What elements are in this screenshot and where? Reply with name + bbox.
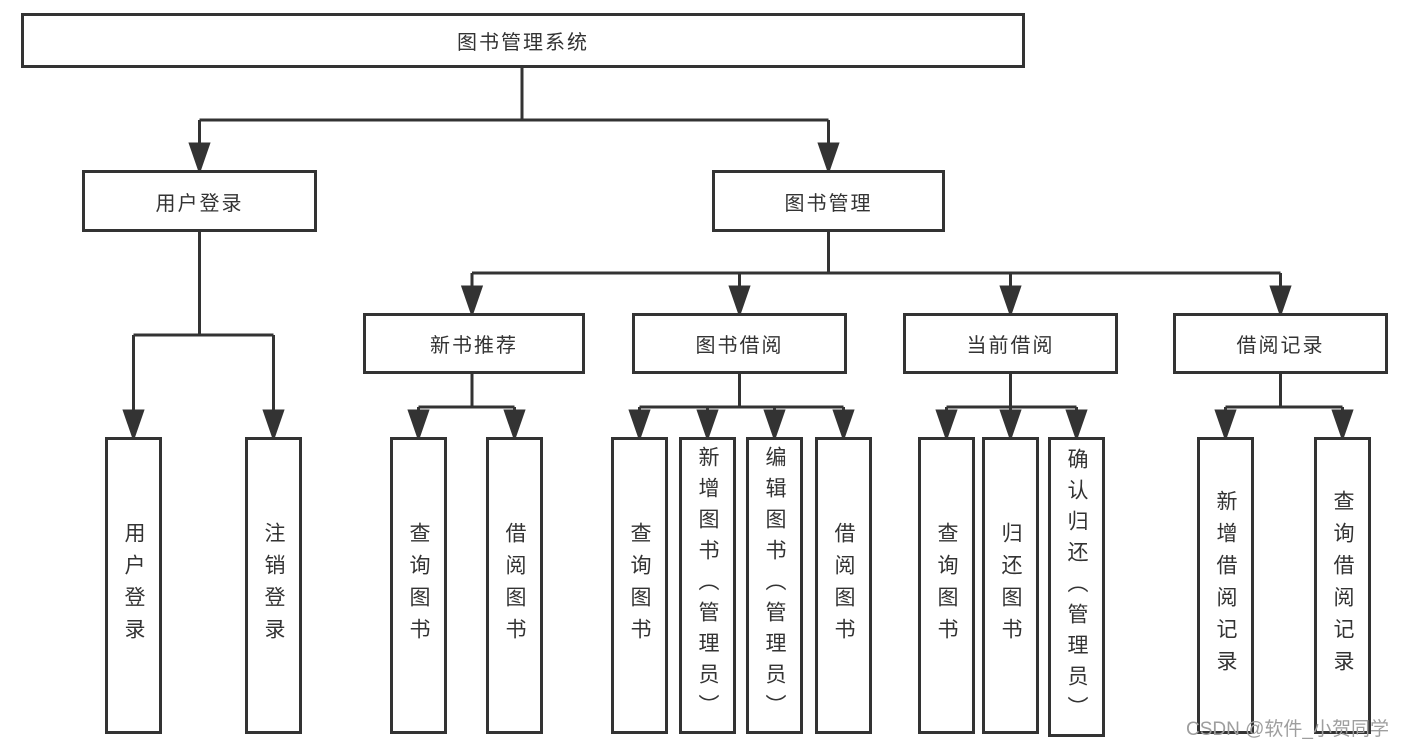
node-label: 确认归还（管理员） — [1065, 447, 1088, 727]
node-borrow-records: 借阅记录 — [1173, 313, 1388, 374]
node-label: 当前借阅 — [966, 335, 1055, 357]
node-label: 新增借阅记录 — [1214, 489, 1237, 682]
leaf-confirm-return-admin: 确认归还（管理员） — [1048, 437, 1105, 737]
connector-root-to-level2 — [188, 66, 840, 175]
connector-new-book-recommend-children — [407, 372, 526, 442]
node-label: 图书管理系统 — [457, 32, 589, 54]
connector-user-login-children — [122, 230, 285, 442]
leaf-query-borrow-record: 查询借阅记录 — [1314, 437, 1371, 734]
node-label: 图书借阅 — [695, 335, 784, 357]
node-book-borrow: 图书借阅 — [632, 313, 847, 374]
node-label: 查询借阅记录 — [1331, 489, 1354, 682]
connector-borrow-records-children — [1214, 372, 1354, 442]
node-library-management-system: 图书管理系统 — [21, 13, 1025, 68]
leaf-logout: 注销登录 — [245, 437, 302, 734]
node-label: 用户登录 — [155, 192, 244, 215]
leaf-user-login: 用户登录 — [105, 437, 162, 734]
node-label: 查询图书 — [628, 521, 651, 650]
connector-book-borrow-children — [628, 372, 855, 442]
leaf-query-books-1: 查询图书 — [390, 437, 447, 734]
leaf-edit-book-admin: 编辑图书（管理员） — [746, 437, 803, 734]
node-user-login: 用户登录 — [82, 170, 317, 232]
node-label: 用户登录 — [122, 521, 145, 650]
connector-current-borrow-children — [935, 372, 1088, 442]
leaf-query-books-2: 查询图书 — [611, 437, 668, 734]
node-current-borrow: 当前借阅 — [903, 313, 1118, 374]
node-book-management: 图书管理 — [712, 170, 945, 232]
node-label: 新书推荐 — [430, 335, 518, 357]
node-label: 图书管理 — [784, 192, 873, 215]
node-new-book-recommend: 新书推荐 — [363, 313, 585, 374]
leaf-add-borrow-record: 新增借阅记录 — [1197, 437, 1254, 734]
node-label: 借阅记录 — [1236, 335, 1325, 357]
node-label: 编辑图书（管理员） — [763, 446, 786, 725]
node-label: 归还图书 — [999, 521, 1022, 650]
node-label: 借阅图书 — [832, 521, 855, 650]
csdn-watermark: CSDN @软件_小贺同学 — [1186, 719, 1389, 740]
leaf-return-book: 归还图书 — [982, 437, 1039, 734]
node-label: 新增图书（管理员） — [696, 446, 719, 725]
node-label: 借阅图书 — [503, 521, 526, 650]
connector-book-management-children — [460, 230, 1292, 318]
leaf-add-book-admin: 新增图书（管理员） — [679, 437, 736, 734]
node-label: 查询图书 — [407, 521, 430, 650]
leaf-query-books-3: 查询图书 — [918, 437, 975, 734]
node-label: 查询图书 — [935, 521, 958, 650]
leaf-borrow-books-2: 借阅图书 — [815, 437, 872, 734]
leaf-borrow-books-1: 借阅图书 — [486, 437, 543, 734]
node-label: 注销登录 — [262, 521, 285, 650]
